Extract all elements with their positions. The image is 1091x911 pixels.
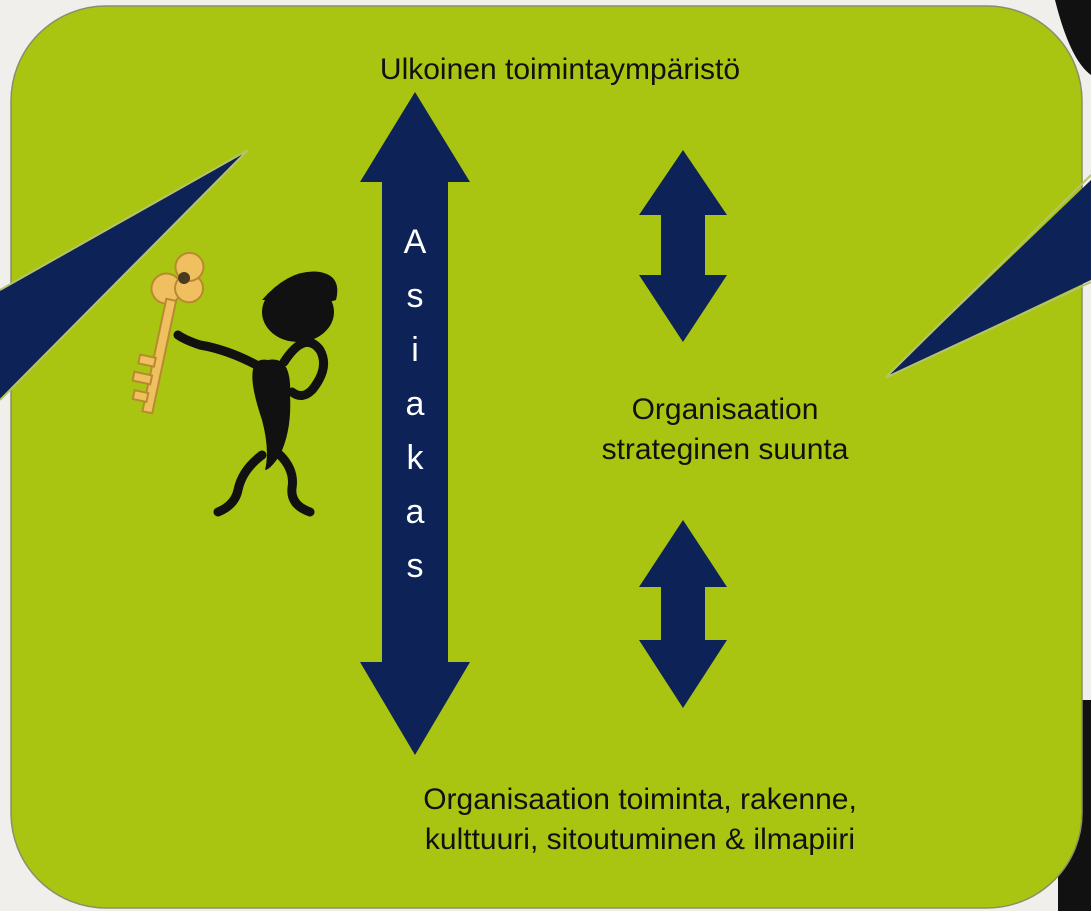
organisation-activities-line-1: Organisaation toiminta, rakenne, — [423, 783, 857, 816]
strategic-direction-label: Organisaation strateginen suunta — [520, 390, 930, 470]
organisation-activities-line-2: kulttuuri, sitoutuminen & ilmapiiri — [424, 823, 856, 856]
organisation-activities-label: Organisaation toiminta, rakenne, kulttuu… — [280, 780, 1000, 860]
customer-letter: a — [405, 493, 425, 531]
right-callout-outline — [884, 174, 1091, 379]
upper-double-arrow — [639, 150, 727, 342]
lower-double-arrow — [639, 520, 727, 708]
customer-vertical-label: A s i a k a s — [395, 215, 435, 593]
background-dark-corner — [1055, 0, 1091, 75]
key-icon — [131, 251, 205, 415]
customer-double-arrow — [360, 92, 470, 755]
strategic-direction-line-2: strateginen suunta — [601, 433, 849, 466]
main-panel — [10, 5, 1083, 909]
customer-letter: i — [411, 331, 419, 369]
strategic-direction-line-1: Organisaation — [631, 393, 819, 426]
customer-letter: k — [406, 439, 424, 477]
external-environment-label: Ulkoinen toimintaympäristö — [379, 53, 741, 86]
customer-letter: s — [406, 547, 424, 585]
customer-letter: s — [406, 277, 424, 315]
customer-letter: A — [403, 223, 427, 261]
customer-letter: a — [405, 385, 425, 423]
left-callout-outline — [0, 149, 249, 401]
person-figure-icon — [173, 271, 338, 517]
